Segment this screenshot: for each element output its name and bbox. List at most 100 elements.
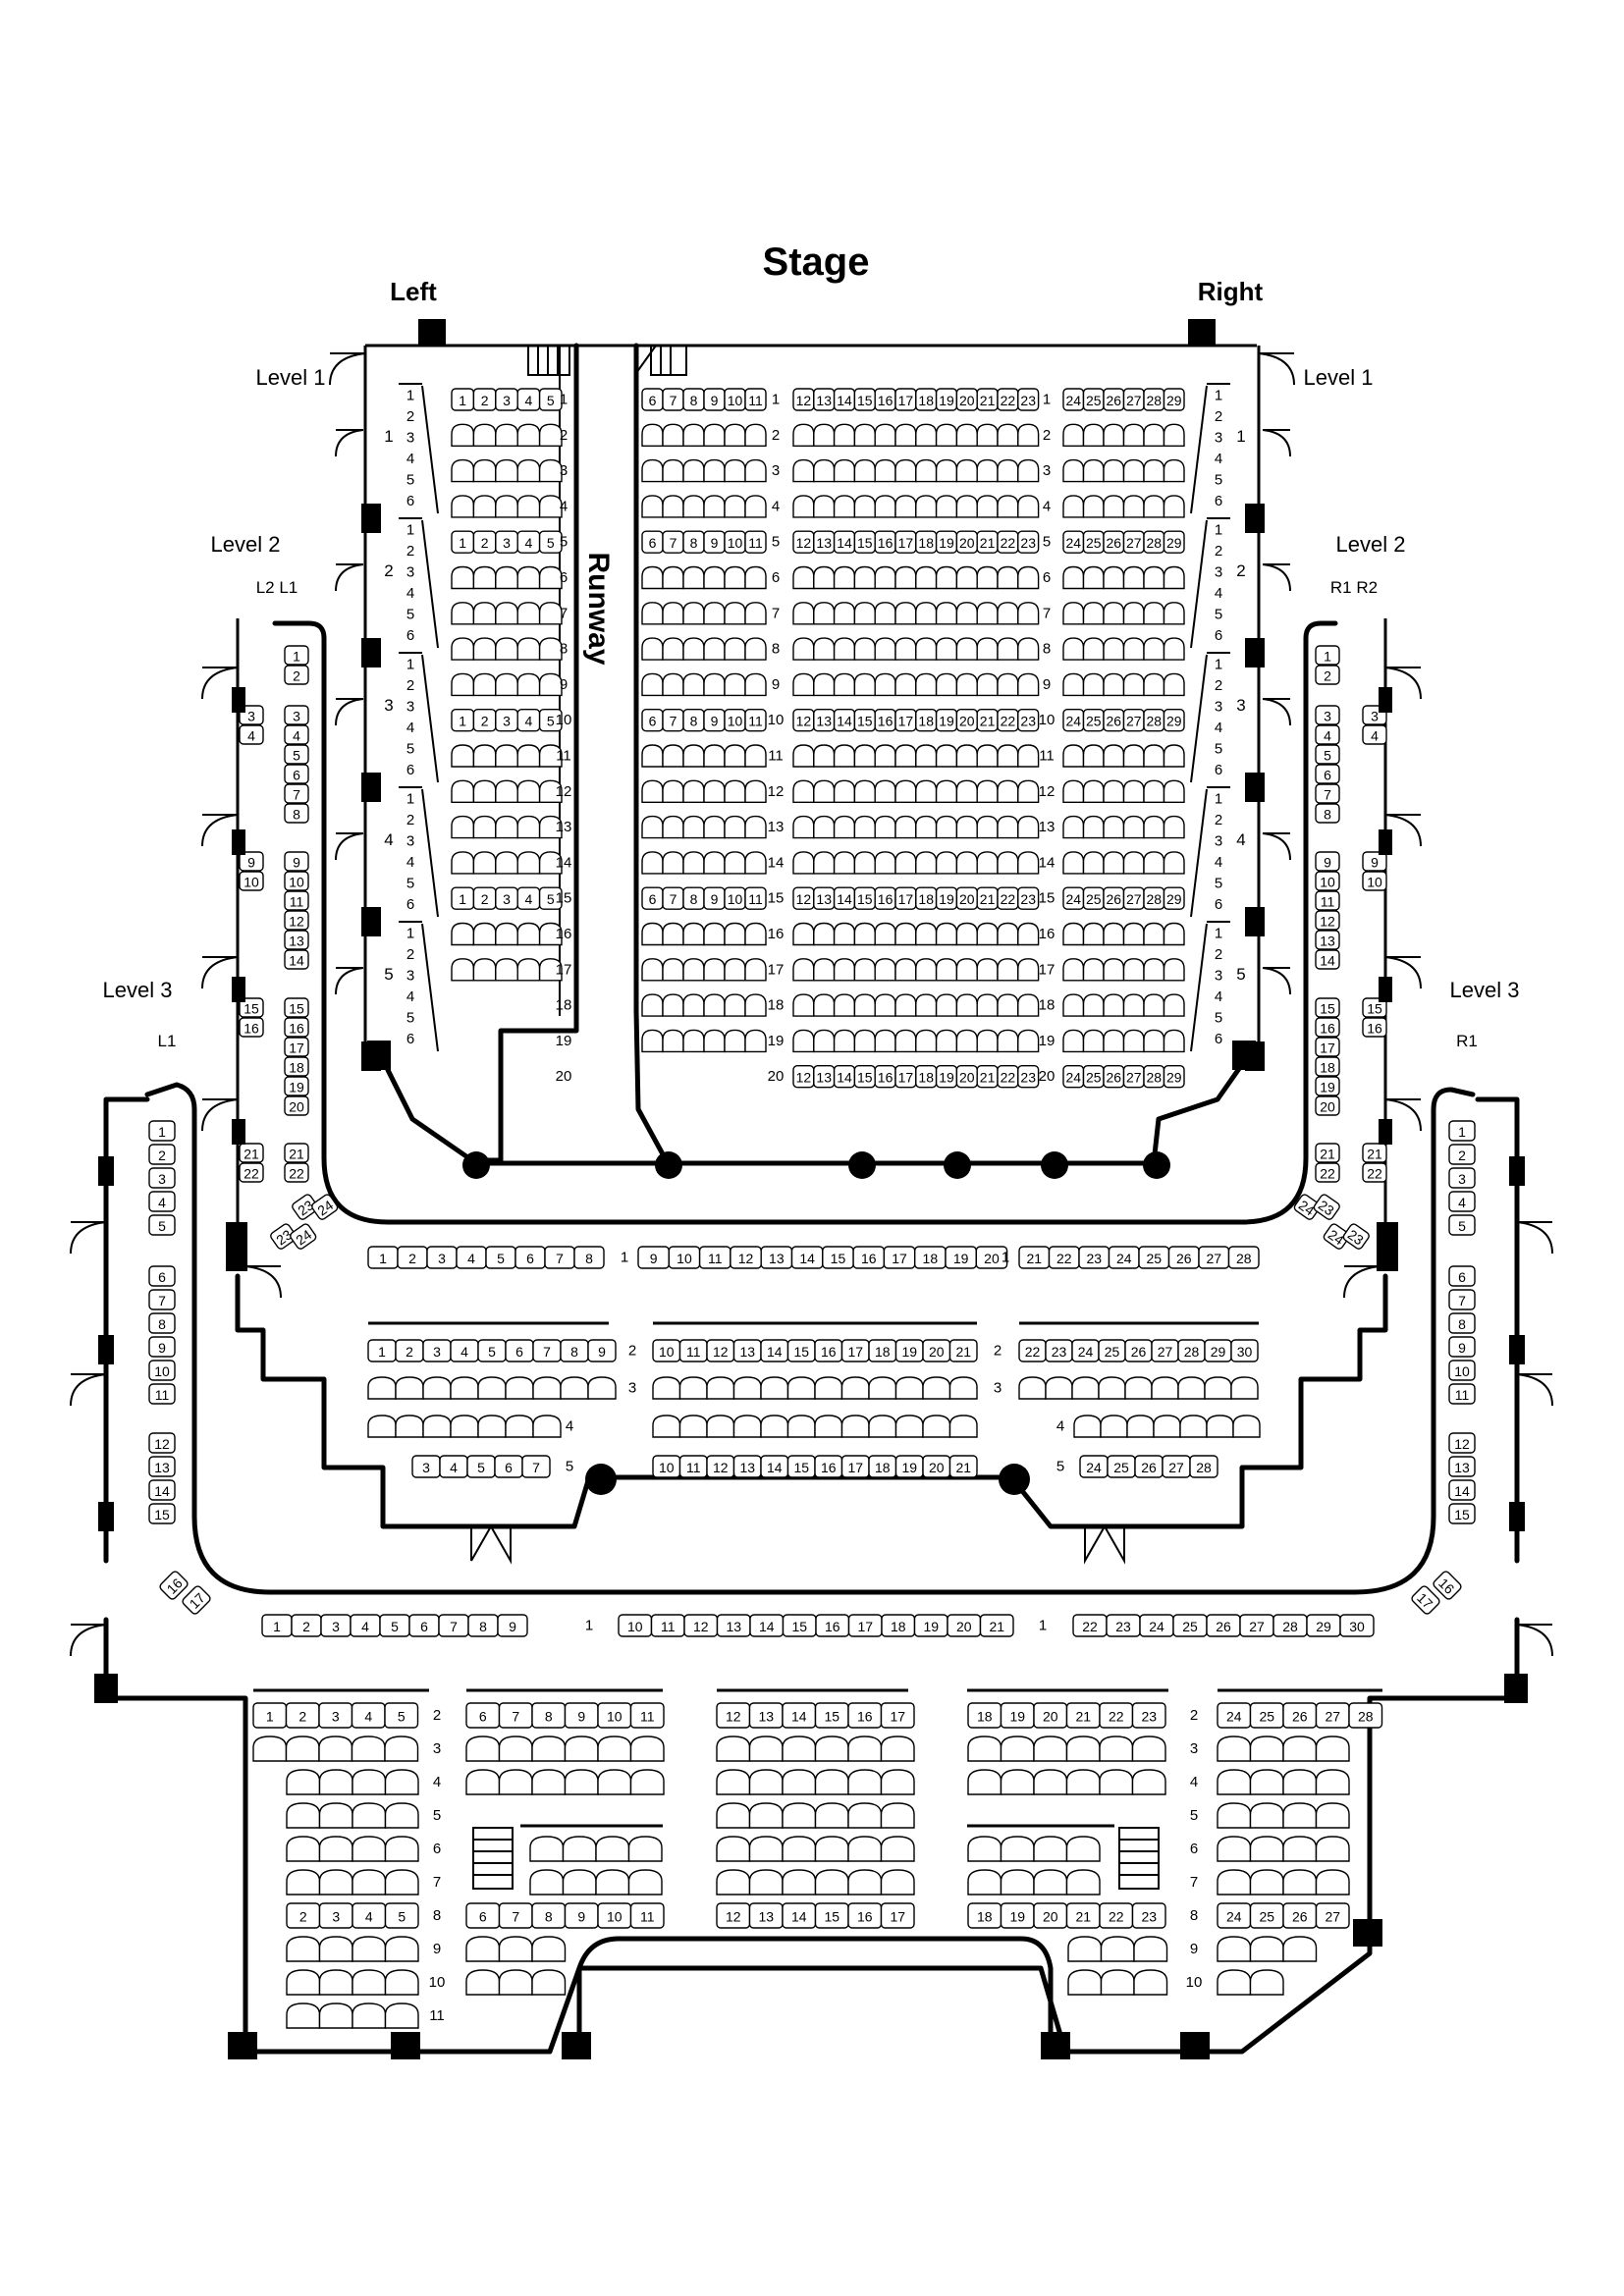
floor-right-seat[interactable]: 26 [1103,530,1125,554]
floor-right-seat[interactable] [1082,815,1105,839]
level3-side-seat[interactable]: 14 [148,1479,176,1501]
floor-left-seat[interactable]: 3 [495,886,518,910]
floor-left-seat[interactable] [538,779,563,803]
floor-right-seat[interactable] [1163,495,1185,518]
level3-rear-seat[interactable] [351,1735,386,1762]
floor-right-seat[interactable]: 25 [1082,388,1105,411]
level3-rear-seat[interactable]: 11 [629,1702,665,1729]
level3-rear-seat[interactable] [748,1769,784,1795]
level2-seat[interactable]: 2 [395,1339,424,1362]
level2-side-seat[interactable]: 21 [1315,1143,1340,1163]
floor-center-seat[interactable] [703,637,726,661]
floor-center-seat[interactable] [662,672,684,697]
level2-seat[interactable] [948,1376,978,1400]
level2-seat[interactable]: 11 [698,1246,731,1269]
floor-center-seat[interactable] [976,423,999,447]
level3-rear-seat[interactable]: 9 [564,1702,599,1729]
floor-center-seat[interactable] [813,495,836,518]
floor-center-seat[interactable] [662,744,684,768]
floor-center-seat[interactable] [744,744,767,768]
floor-center-seat[interactable]: 9 [703,709,726,732]
level3-side-seat[interactable]: 14 [1448,1479,1476,1501]
level3-side-seat[interactable]: 3 [148,1167,176,1189]
level3-rear-seat[interactable]: 18 [967,1702,1002,1729]
floor-center-seat[interactable]: 20 [955,886,978,910]
level3-side-seat[interactable]: 11 [1448,1383,1476,1405]
floor-center-seat[interactable]: 8 [682,886,705,910]
level3-rear-seat[interactable]: 25 [1249,1902,1284,1929]
level2-seat[interactable]: 6 [514,1246,546,1269]
floor-left-seat[interactable] [472,851,497,875]
level3-side-seat[interactable]: 7 [148,1289,176,1310]
floor-left-seat[interactable]: 5 [538,530,563,554]
level2-side-seat[interactable]: 9 [1315,851,1340,872]
floor-left-seat[interactable]: 4 [516,709,541,732]
floor-center-seat[interactable] [641,672,664,697]
level3-seat[interactable]: 7 [438,1614,469,1637]
level2-seat[interactable] [587,1376,617,1400]
floor-center-seat[interactable] [833,958,856,982]
floor-center-seat[interactable] [833,851,856,875]
level3-rear-seat[interactable] [1217,1769,1252,1795]
level3-rear-seat[interactable] [1000,1735,1035,1762]
level3-rear-seat[interactable] [814,1735,849,1762]
floor-center-seat[interactable]: 11 [744,709,767,732]
level2-seat[interactable] [395,1376,424,1400]
level3-rear-seat[interactable] [562,1869,597,1896]
level3-rear-seat[interactable]: 2 [286,1902,321,1929]
level2-side-seat[interactable]: 15 [284,997,309,1018]
level2-seat[interactable] [1071,1376,1100,1400]
floor-center-seat[interactable] [976,458,999,483]
floor-center-seat[interactable]: 21 [976,388,999,411]
level2-seat[interactable] [922,1376,951,1400]
level2-seat[interactable] [814,1415,843,1438]
floor-center-seat[interactable] [853,602,876,625]
floor-center-seat[interactable] [792,815,815,839]
floor-left-seat[interactable] [538,922,563,946]
floor-right-seat[interactable] [1082,458,1105,483]
level2-seat[interactable]: 6 [494,1455,523,1478]
floor-center-seat[interactable] [833,565,856,590]
level3-side-seat[interactable]: 13 [148,1456,176,1477]
floor-center-seat[interactable] [955,744,978,768]
level3-rear-seat[interactable] [352,1969,387,1996]
floor-left-seat[interactable] [516,744,541,768]
floor-right-seat[interactable] [1143,495,1165,518]
level3-side-seat[interactable]: 6 [1448,1265,1476,1287]
level3-rear-seat[interactable]: 2 [285,1702,320,1729]
level3-side-seat[interactable]: 10 [148,1360,176,1381]
level2-side-seat[interactable]: 14 [1315,949,1340,970]
floor-center-seat[interactable] [703,672,726,697]
floor-center-seat[interactable] [915,851,938,875]
level2-seat[interactable] [422,1376,452,1400]
level3-seat[interactable]: 9 [497,1614,528,1637]
level3-rear-seat[interactable] [384,1735,419,1762]
floor-center-seat[interactable] [1017,637,1040,661]
level2-seat[interactable]: 8 [560,1339,589,1362]
floor-right-seat[interactable] [1122,672,1145,697]
level2-seat[interactable]: 18 [914,1246,947,1269]
floor-left-seat[interactable]: 4 [516,388,541,411]
floor-center-seat[interactable] [976,565,999,590]
level2-side-seat[interactable]: 11 [1315,890,1340,911]
level3-rear-seat[interactable] [748,1802,784,1829]
level3-rear-seat[interactable] [847,1869,883,1896]
floor-center-seat[interactable] [853,815,876,839]
floor-center-seat[interactable]: 20 [955,709,978,732]
floor-left-seat[interactable] [472,815,497,839]
floor-left-seat[interactable]: 5 [538,388,563,411]
floor-left-seat[interactable] [451,423,475,447]
floor-right-seat[interactable] [1062,637,1085,661]
level2-seat[interactable] [840,1376,870,1400]
floor-left-seat[interactable]: 1 [451,709,475,732]
floor-center-seat[interactable]: 16 [874,388,896,411]
level3-rear-seat[interactable] [1282,1869,1318,1896]
level2-seat[interactable] [1073,1415,1102,1438]
level2-side-seat[interactable]: 22 [1315,1162,1340,1183]
floor-center-seat[interactable] [662,958,684,982]
level3-side-seat[interactable]: 6 [148,1265,176,1287]
level3-rear-seat[interactable] [285,1735,320,1762]
floor-center-seat[interactable]: 21 [976,709,999,732]
floor-center-seat[interactable]: 22 [997,886,1019,910]
level3-rear-seat[interactable] [1033,1836,1068,1862]
